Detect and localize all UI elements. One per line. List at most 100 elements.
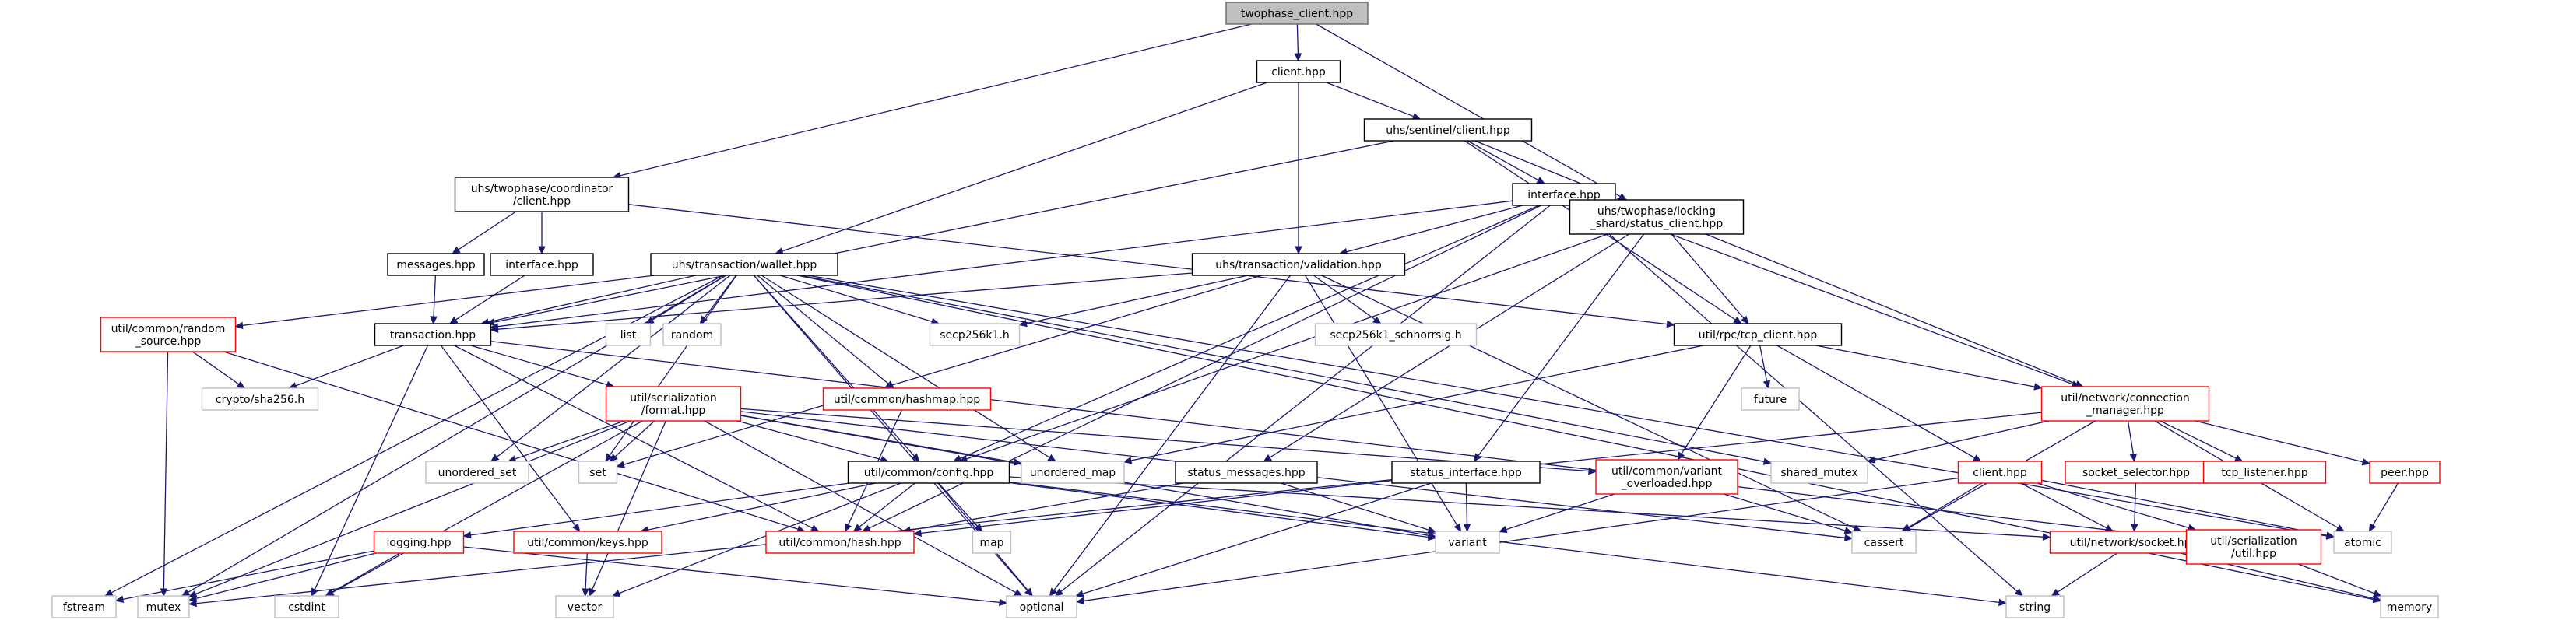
node-keys[interactable]: util/common/keys.hpp <box>513 531 662 554</box>
node-map[interactable]: map <box>972 531 1012 554</box>
node-tcp-client[interactable]: util/rpc/tcp_client.hpp <box>1673 323 1843 346</box>
node-messages[interactable]: messages.hpp <box>387 253 485 276</box>
node-random-source[interactable]: util/common/random_source.hpp <box>100 317 237 352</box>
node-optional[interactable]: optional <box>1006 595 1077 618</box>
arrowhead-icon <box>160 588 168 597</box>
node-box <box>513 531 662 554</box>
node-client-hpp2[interactable]: client.hpp <box>1957 461 2043 484</box>
edge-wallet-to-set <box>605 275 737 463</box>
edge-conn-manager-to-peer <box>2195 420 2371 466</box>
arrowhead-icon <box>2325 531 2335 539</box>
node-variant[interactable]: variant <box>1435 531 1500 554</box>
edge-line <box>332 420 643 594</box>
node-conn-manager[interactable]: util/network/connection_manager.hpp <box>2040 386 2210 422</box>
node-string[interactable]: string <box>2005 595 2065 618</box>
node-socket-selector[interactable]: socket_selector.hpp <box>2065 461 2208 484</box>
edge-format-to-vector <box>589 420 666 597</box>
node-transaction[interactable]: transaction.hpp <box>374 323 492 346</box>
node-coord-client[interactable]: uhs/twophase/coordinator/client.hpp <box>454 177 630 212</box>
arrowhead-icon <box>448 316 459 324</box>
node-label: logging.hpp <box>387 537 452 549</box>
edge-validation-to-variant <box>1304 275 1462 533</box>
edge-line <box>807 275 2328 537</box>
node-validation[interactable]: uhs/transaction/validation.hpp <box>1191 253 1406 276</box>
node-mutex[interactable]: mutex <box>137 595 190 618</box>
arrowhead-icon <box>538 246 546 255</box>
node-hash[interactable]: util/common/hash.hpp <box>765 531 915 554</box>
node-cstdint[interactable]: cstdint <box>274 595 339 618</box>
node-status-interface[interactable]: status_interface.hpp <box>1391 461 1541 484</box>
node-label: secp256k1.h <box>940 329 1010 342</box>
node-shared-mutex[interactable]: shared_mutex <box>1770 461 1868 484</box>
arrowhead-icon <box>1741 315 1749 324</box>
node-ser-util[interactable]: util/serialization/util.hpp <box>2185 529 2322 565</box>
node-interface2[interactable]: interface.hpp <box>490 253 594 276</box>
node-peer[interactable]: peer.hpp <box>2369 461 2441 484</box>
edge-variant-overloaded-to-cassert <box>1723 493 1854 534</box>
edge-line <box>938 482 978 527</box>
edge-line <box>515 420 625 460</box>
node-label: twophase_client.hpp <box>1241 8 1353 20</box>
arrowhead-icon <box>611 590 621 597</box>
node-unordered-map[interactable]: unordered_map <box>1021 461 1125 484</box>
node-unordered-set[interactable]: unordered_set <box>425 461 529 484</box>
node-config[interactable]: util/common/config.hpp <box>847 461 1010 484</box>
node-box <box>822 387 992 411</box>
node-set[interactable]: set <box>578 461 618 484</box>
node-fstream[interactable]: fstream <box>51 595 117 618</box>
edge-line <box>2037 482 2189 529</box>
edge-line <box>195 412 2042 604</box>
node-future[interactable]: future <box>1741 387 1800 411</box>
edge-line <box>463 546 1000 604</box>
node-box <box>650 253 838 276</box>
node-logging[interactable]: logging.hpp <box>373 531 465 554</box>
node-label: status_interface.hpp <box>1410 467 1522 479</box>
node-memory[interactable]: memory <box>2380 595 2439 618</box>
node-interface[interactable]: interface.hpp <box>1512 183 1616 206</box>
node-status-client[interactable]: uhs/twophase/locking_shard/status_client… <box>1569 199 1745 235</box>
arrowhead-icon <box>1047 454 1056 462</box>
arrowhead-icon <box>2129 453 2137 463</box>
node-sentinel-client[interactable]: uhs/sentinel/client.hpp <box>1363 118 1533 142</box>
node-schnorrsig[interactable]: secp256k1_schnorrsig.h <box>1314 323 1478 346</box>
node-client[interactable]: client.hpp <box>1256 60 1341 83</box>
edge-line <box>782 82 1268 252</box>
node-hashmap[interactable]: util/common/hashmap.hpp <box>822 387 992 411</box>
node-random[interactable]: random <box>662 323 722 346</box>
arrowhead-icon <box>1844 534 1854 542</box>
node-box <box>51 595 117 618</box>
node-format[interactable]: util/serialization/format.hpp <box>605 386 742 422</box>
arrowhead-icon <box>1733 316 1742 324</box>
arrowhead-icon <box>1013 589 1023 597</box>
edge-status-client-to-tcp-client <box>1671 233 1749 324</box>
arrowhead-icon <box>462 531 472 539</box>
node-tcp-listener[interactable]: tcp_listener.hpp <box>2202 461 2327 484</box>
edge-line <box>618 482 901 594</box>
node-box <box>2065 461 2208 484</box>
node-variant-overloaded[interactable]: util/common/variant_overloaded.hpp <box>1595 459 1738 495</box>
edge-random-source-to-hash <box>223 351 806 533</box>
node-status-messages[interactable]: status_messages.hpp <box>1175 461 1318 484</box>
node-label: cassert <box>1864 537 1904 549</box>
node-root[interactable]: twophase_client.hpp <box>1225 2 1369 25</box>
arrowhead-icon <box>452 246 461 254</box>
node-vector[interactable]: vector <box>555 595 614 618</box>
node-atomic[interactable]: atomic <box>2333 531 2392 554</box>
node-wallet[interactable]: uhs/transaction/wallet.hpp <box>650 253 838 276</box>
edge-coord-client-to-interface2 <box>538 212 546 255</box>
node-box <box>425 461 529 484</box>
node-cassert[interactable]: cassert <box>1851 531 1917 554</box>
node-list[interactable]: list <box>605 323 652 346</box>
edge-line <box>704 275 737 319</box>
arrowhead-icon <box>188 599 197 608</box>
edge-root-to-client <box>1294 23 1302 62</box>
node-label: util/serialization <box>630 392 717 405</box>
arrowhead-icon <box>325 589 334 597</box>
edge-client-hpp2-to-atomic <box>2041 479 2335 539</box>
node-label: map <box>979 537 1003 549</box>
node-label: _manager.hpp <box>2086 405 2164 417</box>
node-label: tcp_listener.hpp <box>2221 467 2307 479</box>
node-secp256k1[interactable]: secp256k1.h <box>929 323 1021 346</box>
node-sha256[interactable]: crypto/sha256.h <box>201 387 319 411</box>
node-label: unordered_set <box>438 467 517 479</box>
